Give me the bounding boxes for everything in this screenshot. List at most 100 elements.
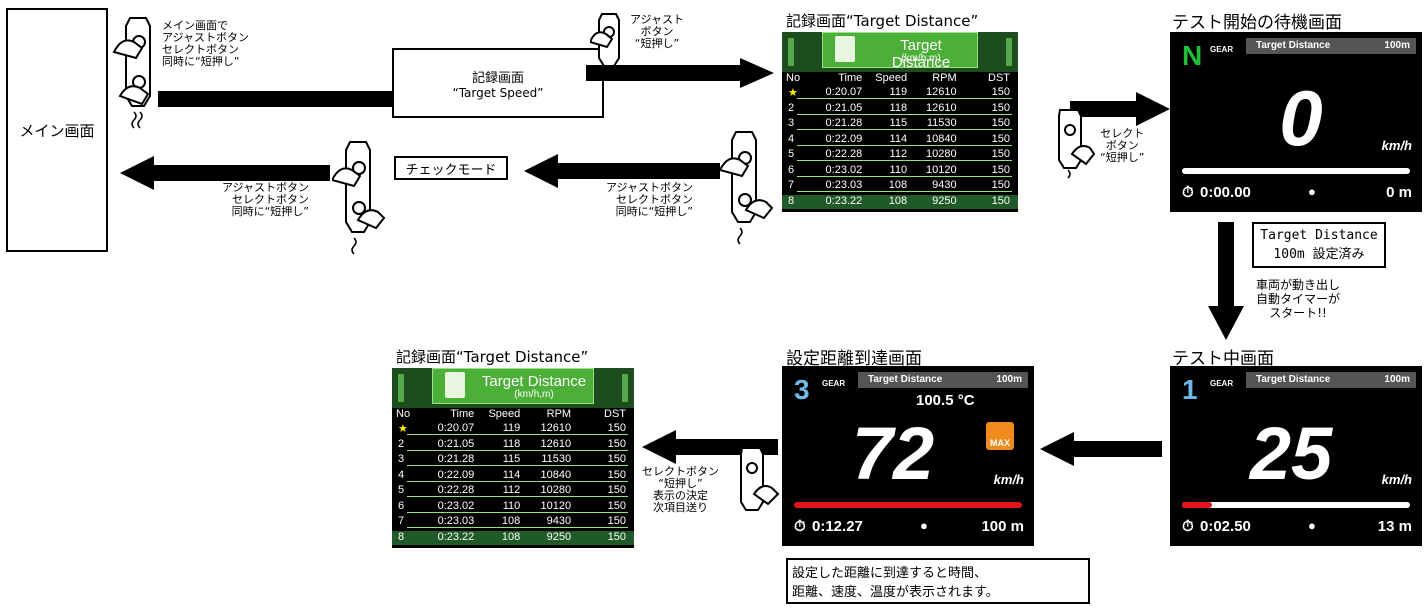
handlebar-switch-icon [718, 131, 774, 245]
gear-label: GEAR [1210, 379, 1234, 388]
table-cell: 0:20.07 [825, 86, 863, 98]
row-underline [407, 480, 628, 482]
table-cell: 0:23.22 [825, 194, 863, 207]
testing-title: テスト中画面 [1172, 349, 1274, 369]
reached-screen: 3 GEAR Target Distance 100m 100.5 °C 72 … [782, 366, 1034, 546]
step4-caption: セレクトボタン “短押し” 表示の決定 次項目送り [642, 465, 719, 514]
target-note-line2: 100m 設定済み [1273, 247, 1365, 262]
table-cell: 0:23.03 [825, 179, 863, 191]
table-cell: 12610 [540, 437, 572, 450]
table-cell: 10120 [926, 163, 957, 176]
elapsed-time: 0:12.27 [812, 518, 863, 535]
table-cell: 0:20.07 [437, 422, 475, 434]
table-cell: 9250 [932, 194, 957, 207]
table-cell: 150 [991, 117, 1010, 129]
target-tab-label: Target Distance [1256, 374, 1331, 385]
arrow-right-2 [586, 58, 774, 88]
target-tab-label: Target Distance [868, 374, 943, 385]
speed-unit: km/h [1381, 138, 1412, 153]
stopwatch-icon: ⏱ [1182, 184, 1194, 201]
gear-indicator: 1 [1182, 374, 1198, 405]
table-cell: 115 [889, 117, 908, 129]
arrow-down [1208, 222, 1244, 340]
distance-value: 100 m [981, 518, 1024, 535]
table-cell: 10280 [540, 484, 572, 496]
distance-value: 13 m [1377, 518, 1412, 535]
header-side-bar [398, 374, 404, 402]
table-cell: 0:21.28 [437, 453, 475, 465]
progress-fill [794, 502, 1022, 508]
row-underline [407, 449, 628, 451]
row-underline [797, 191, 1012, 192]
table-cell: 10840 [540, 468, 572, 481]
step1-caption: メイン画面で アジャストボタン セレクトボタン 同時に“短押し” [162, 19, 250, 68]
column-header: RPM [546, 408, 572, 420]
table-cell: 8 [398, 530, 405, 543]
table-cell: 12610 [926, 101, 957, 114]
table-cell: 0:23.22 [437, 530, 475, 543]
gear-indicator: 3 [794, 374, 810, 405]
table-cell: 9430 [546, 515, 572, 527]
column-header: No [396, 408, 411, 420]
table-cell: 5 [398, 484, 405, 496]
row-underline [407, 496, 628, 497]
best-star-icon: ★ [398, 423, 408, 435]
table-cell: 150 [991, 179, 1010, 191]
target-tab-label: Target Distance [1256, 40, 1331, 51]
table-cell: 150 [991, 163, 1010, 176]
table-cell: 150 [607, 484, 626, 496]
table-cell: 114 [889, 132, 908, 145]
row-underline [407, 434, 628, 435]
target-tab: Target Distance 100m [858, 372, 1028, 388]
table-cell: 4 [398, 468, 405, 481]
max-badge-label: MAX [990, 438, 1010, 448]
target-tab: Target Distance 100m [1246, 372, 1416, 388]
column-header: Speed [875, 72, 908, 84]
table-cell: 0:23.02 [437, 499, 475, 512]
table-cell: 150 [607, 530, 626, 543]
row-underline [797, 160, 1012, 161]
progress-bar [1182, 168, 1410, 174]
table-cell: 150 [991, 194, 1010, 207]
table-cell: 12610 [540, 422, 572, 434]
table-cell: 108 [888, 179, 908, 191]
step-back2-caption: アジャストボタン セレクトボタン 同時に“短押し” [606, 181, 694, 218]
distance-value: 0 m [1386, 184, 1412, 201]
handlebar-switch-icon [740, 447, 780, 511]
target-tab: Target Distance 100m [1246, 38, 1416, 54]
table-cell: 150 [607, 515, 626, 527]
chart-clipboard-icon [445, 372, 465, 398]
arrow-left-4 [642, 430, 778, 464]
column-header: RPM [932, 72, 957, 84]
handlebar-switch-icon [112, 17, 151, 129]
table-cell: 0:21.28 [825, 117, 863, 129]
table-cell: 9430 [932, 179, 957, 191]
table-cell: 150 [991, 148, 1010, 160]
target-speed-line1: 記録画面 [471, 70, 524, 86]
step-back1-caption: アジャストボタン セレクトボタン 同時に“短押し” [222, 181, 310, 218]
reached-note-line1: 設定した距離に到達すると時間、 [792, 566, 988, 581]
gear-label: GEAR [1210, 45, 1234, 54]
standby-screen: N GEAR Target Distance 100m 0 km/h ⏱ 0:0… [1170, 32, 1422, 212]
table-cell: 8 [788, 194, 795, 207]
gear-indicator: N [1182, 40, 1203, 71]
table-cell: 12610 [926, 86, 957, 98]
table-cell: 110 [502, 499, 521, 512]
table-cell: 108 [501, 530, 521, 543]
table-cell: 112 [889, 148, 908, 160]
table-cell: 10120 [540, 499, 572, 512]
progress-fill [1182, 502, 1212, 508]
header-side-bar [622, 374, 628, 402]
table-cell: 150 [991, 101, 1010, 114]
target-note: Target Distance 100m 設定済み [1252, 222, 1386, 268]
row-underline [407, 511, 628, 513]
chart-clipboard-icon [835, 36, 855, 62]
table-cell: 3 [788, 117, 795, 129]
